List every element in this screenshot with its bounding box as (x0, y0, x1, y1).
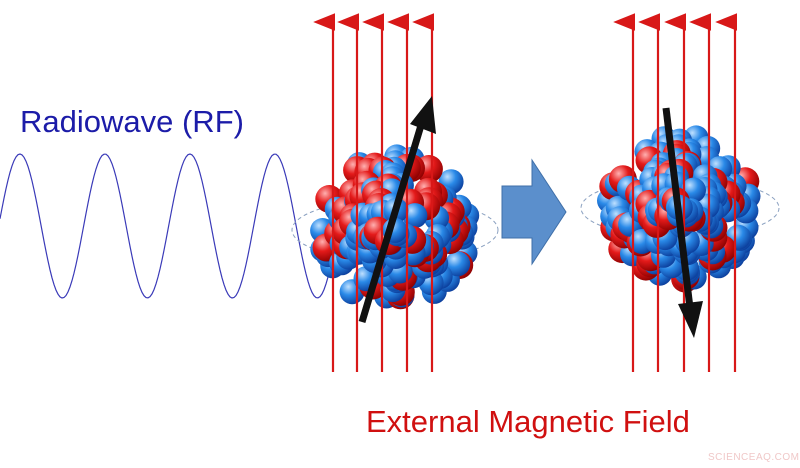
neutron (402, 203, 428, 229)
radiowave-label: Radiowave (RF) (20, 104, 244, 139)
transition-arrow-icon (501, 158, 567, 266)
neutron (445, 251, 471, 277)
magnetic-field-arrows-left (313, 13, 435, 372)
nucleus-before (291, 144, 499, 310)
watermark: SCIENCEAQ.COM (708, 452, 800, 463)
spin-down-arrow-icon (662, 107, 703, 338)
spin-up-arrow-icon (358, 96, 436, 324)
radiowave-sine (0, 153, 341, 299)
magnetic-field-label: External Magnetic Field (366, 404, 690, 439)
magnetic-field-arrows-right (613, 13, 738, 372)
